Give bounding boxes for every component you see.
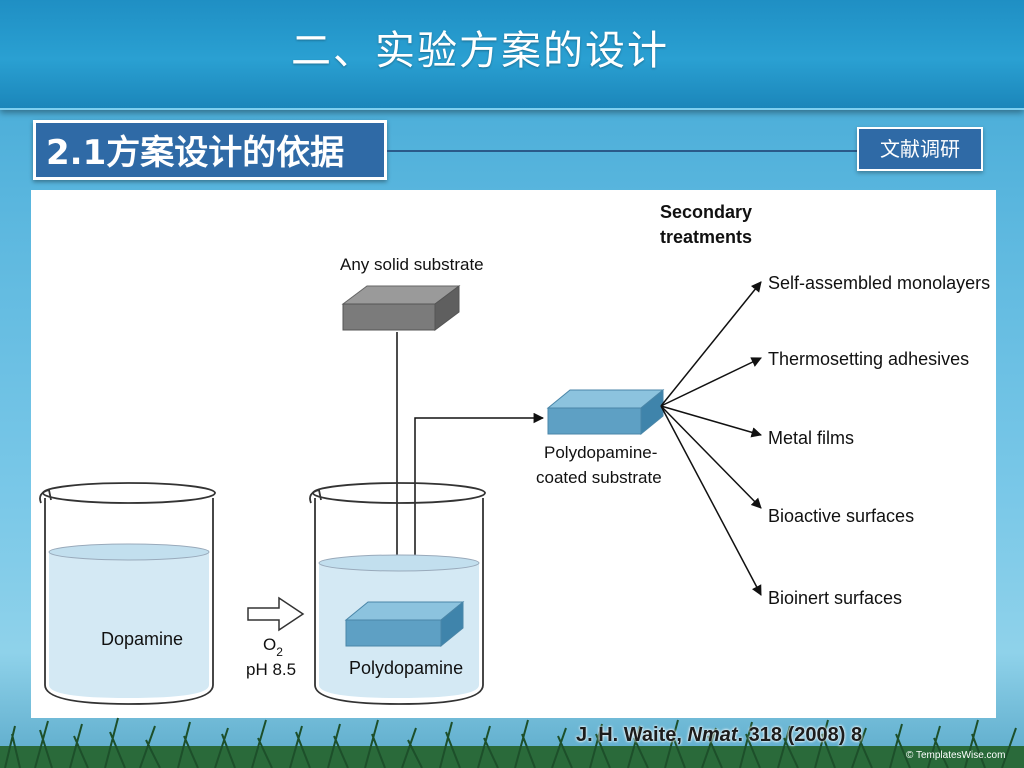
section-divider-line — [387, 150, 857, 152]
substrate-block — [341, 285, 461, 331]
coated-label-line2: coated substrate — [536, 468, 662, 487]
arrow-to-monolayers — [660, 281, 762, 407]
citation-rest: . 318 (2008) 8 — [737, 724, 863, 746]
citation-author: J. H. Waite, — [576, 724, 688, 746]
treatment-2: Metal films — [768, 428, 854, 448]
removal-arrow — [414, 412, 545, 608]
citation-journal: Nmat — [687, 724, 738, 746]
treatment-3: Bioactive surfaces — [768, 506, 914, 526]
secondary-title-line1: Secondary — [660, 202, 752, 222]
secondary-title-line2: treatments — [660, 227, 752, 247]
treatment-0: Self-assembled monolayers — [768, 273, 990, 293]
condition-oxygen: O2 — [263, 635, 283, 659]
process-arrow — [247, 596, 305, 632]
coated-substrate-block — [546, 388, 665, 436]
citation: J. H. Waite, Nmat. 318 (2008) 8 — [576, 724, 862, 747]
substrate-label: Any solid substrate — [340, 255, 484, 274]
grass-decoration — [0, 717, 1024, 768]
polydopamine-diagram: Secondary treatments Any solid substrate… — [31, 190, 996, 718]
beaker2-label: Polydopamine — [349, 658, 463, 678]
dopamine-beaker — [39, 482, 216, 705]
condition-ph: pH 8.5 — [246, 660, 296, 679]
diagram-svg: Secondary treatments Any solid substrate… — [39, 202, 990, 705]
template-credit: © TemplatesWise.com — [906, 750, 1006, 761]
title-bar: 二、实验方案的设计 — [0, 0, 1024, 110]
beaker1-label: Dopamine — [101, 629, 183, 649]
section-heading: 2.1方案设计的依据 — [33, 120, 387, 180]
slide-title: 二、实验方案的设计 — [291, 28, 669, 74]
treatment-1: Thermosetting adhesives — [768, 349, 969, 369]
arrow-to-adhesives — [660, 357, 762, 407]
literature-tag: 文献调研 — [857, 127, 983, 171]
arrow-to-bioinert — [660, 405, 762, 596]
coated-label-line1: Polydopamine- — [544, 443, 657, 462]
arrow-to-metal-films — [660, 405, 763, 438]
treatment-4: Bioinert surfaces — [768, 588, 902, 608]
immersed-substrate — [344, 600, 465, 648]
arrow-to-bioactive — [660, 405, 762, 509]
treatment-arrows — [660, 281, 763, 596]
